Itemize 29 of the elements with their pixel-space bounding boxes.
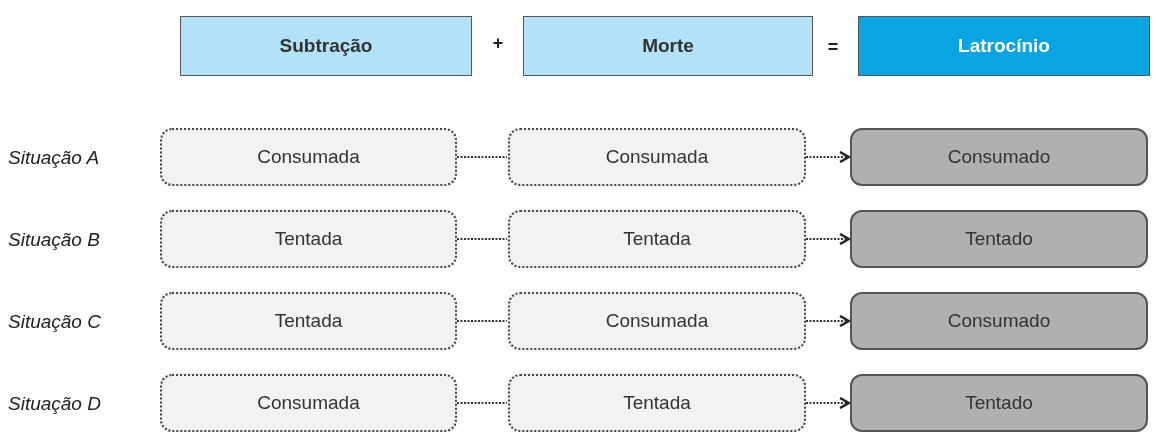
dotted-connector [456, 156, 508, 158]
outcome-box: Tentado [850, 210, 1148, 268]
row-label: Situação B [8, 228, 101, 252]
condition-box: Tentada [160, 210, 457, 268]
dotted-connector [456, 320, 508, 322]
dotted-arrow [805, 396, 851, 410]
condition-box: Consumada [160, 128, 457, 186]
condition-box: Tentada [508, 210, 806, 268]
dotted-connector [456, 238, 508, 240]
row-label: Situação C [8, 310, 102, 334]
dotted-arrow [805, 150, 851, 164]
dotted-arrow [805, 314, 851, 328]
row-label: Situação A [8, 146, 101, 170]
outcome-box: Tentado [850, 374, 1148, 432]
dotted-connector [456, 402, 508, 404]
row-label: Situação D [8, 392, 102, 416]
term-box: Subtração [180, 16, 472, 76]
outcome-box: Consumado [850, 128, 1148, 186]
condition-box: Consumada [508, 292, 806, 350]
plus-sign: + [491, 32, 505, 55]
dotted-arrow [805, 232, 851, 246]
condition-box: Consumada [508, 128, 806, 186]
result-box: Latrocínio [858, 16, 1150, 76]
outcome-box: Consumado [850, 292, 1148, 350]
condition-box: Consumada [160, 374, 457, 432]
term-box: Morte [523, 16, 813, 76]
equals-sign: = [826, 36, 840, 59]
condition-box: Tentada [508, 374, 806, 432]
condition-box: Tentada [160, 292, 457, 350]
